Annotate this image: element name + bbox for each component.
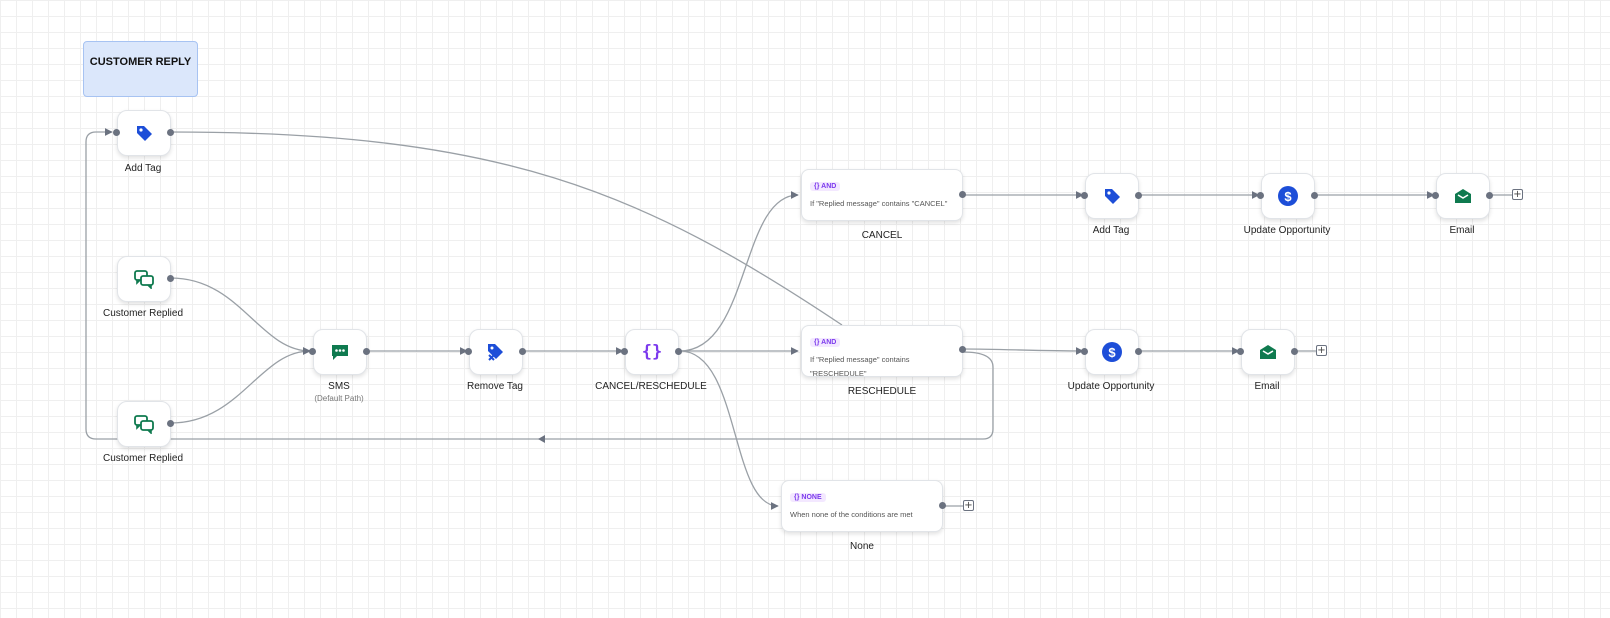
- envelope-open-icon: [1453, 186, 1473, 206]
- reschedule-to-update-opp-connector: [962, 347, 1084, 355]
- output-port[interactable]: [1135, 192, 1142, 199]
- dollar-icon: $: [1102, 342, 1122, 362]
- update-opportunity-node-reschedule[interactable]: $: [1085, 329, 1139, 375]
- update-opportunity-cancel-label: Update Opportunity: [1243, 225, 1331, 236]
- add-tag-node[interactable]: [117, 110, 171, 156]
- sms-label: SMS: [328, 381, 350, 392]
- condition-none-text: When none of the conditions are met: [790, 510, 913, 519]
- condition-reschedule-text-1: If "Replied message" contains: [810, 355, 910, 364]
- customer-replied-trigger-2[interactable]: [117, 401, 171, 447]
- remove-tag-label: Remove Tag: [467, 381, 523, 392]
- customer-replied-label-1: Customer Replied: [102, 308, 184, 319]
- branch-to-cancel-connector: [679, 191, 799, 352]
- output-port[interactable]: [939, 502, 946, 509]
- sms-message-icon: [330, 342, 350, 362]
- sms-node[interactable]: [313, 329, 367, 375]
- sms-sublabel: (Default Path): [314, 394, 364, 403]
- output-port[interactable]: [1291, 348, 1298, 355]
- replied2-to-sms-connector: [170, 347, 311, 424]
- condition-cancel-label: CANCEL: [861, 230, 903, 241]
- branch-to-none-connector: [679, 350, 779, 510]
- input-port[interactable]: [1257, 192, 1264, 199]
- dollar-icon: $: [1278, 186, 1298, 206]
- customer-replied-trigger-1[interactable]: [117, 256, 171, 302]
- output-port[interactable]: [675, 348, 682, 355]
- output-port[interactable]: [1311, 192, 1318, 199]
- update-opportunity-node-cancel[interactable]: $: [1261, 173, 1315, 219]
- update-opportunity-reschedule-label: Update Opportunity: [1067, 381, 1155, 392]
- add-tag-cancel-label: Add Tag: [1092, 225, 1130, 236]
- envelope-open-icon: [1258, 342, 1278, 362]
- condition-reschedule-card[interactable]: {} AND If "Replied message" contains "RE…: [801, 325, 963, 378]
- output-port[interactable]: [519, 348, 526, 355]
- condition-none-badge: {} NONE: [790, 493, 826, 502]
- braces-icon: {}: [641, 342, 663, 362]
- output-port[interactable]: [363, 348, 370, 355]
- output-port[interactable]: [1135, 348, 1142, 355]
- condition-reschedule-text-2: "RESCHEDULE": [810, 369, 867, 378]
- tag-icon: [1102, 186, 1122, 206]
- if-else-branch-node[interactable]: {}: [625, 329, 679, 375]
- add-tag-to-reschedule-connector: [170, 131, 843, 326]
- add-step-button[interactable]: +: [963, 500, 974, 511]
- output-port[interactable]: [167, 275, 174, 282]
- output-port[interactable]: [1486, 192, 1493, 199]
- customer-replied-label-2: Customer Replied: [102, 453, 184, 464]
- input-port[interactable]: [1081, 192, 1088, 199]
- condition-and-badge: {} AND: [810, 338, 841, 347]
- email-reschedule-label: Email: [1254, 381, 1280, 392]
- input-port[interactable]: [309, 348, 316, 355]
- if-else-branch-label: CANCEL/RESCHEDULE: [595, 381, 707, 392]
- email-node-reschedule[interactable]: [1241, 329, 1295, 375]
- input-port[interactable]: [1237, 348, 1244, 355]
- input-port[interactable]: [465, 348, 472, 355]
- condition-none-label: None: [850, 541, 874, 552]
- loop-back-arrow: [538, 435, 545, 443]
- condition-none-card[interactable]: {} NONE When none of the conditions are …: [781, 480, 943, 532]
- tag-icon: [134, 123, 154, 143]
- group-title-card[interactable]: CUSTOMER REPLY: [83, 41, 198, 97]
- input-port[interactable]: [113, 129, 120, 136]
- output-port[interactable]: [167, 129, 174, 136]
- input-port[interactable]: [1432, 192, 1439, 199]
- add-step-button[interactable]: +: [1512, 189, 1523, 200]
- output-port[interactable]: [167, 420, 174, 427]
- add-tag-label: Add Tag: [124, 163, 162, 174]
- condition-cancel-card[interactable]: {} AND If "Replied message" contains "CA…: [801, 169, 963, 221]
- email-node-cancel[interactable]: [1436, 173, 1490, 219]
- condition-reschedule-label: RESCHEDULE: [847, 386, 917, 397]
- chat-bubbles-icon: [133, 269, 155, 289]
- output-port[interactable]: [959, 346, 966, 353]
- replied1-to-sms-connector: [170, 277, 311, 355]
- input-port[interactable]: [1081, 348, 1088, 355]
- output-port[interactable]: [959, 191, 966, 198]
- condition-and-badge: {} AND: [810, 182, 841, 191]
- add-tag-node-cancel[interactable]: [1085, 173, 1139, 219]
- input-port[interactable]: [621, 348, 628, 355]
- add-step-button[interactable]: +: [1316, 345, 1327, 356]
- group-title: CUSTOMER REPLY: [89, 56, 192, 68]
- chat-bubbles-icon: [133, 414, 155, 434]
- email-cancel-label: Email: [1449, 225, 1475, 236]
- condition-cancel-text: If "Replied message" contains "CANCEL": [810, 199, 948, 208]
- tag-remove-icon: [485, 342, 507, 362]
- remove-tag-node[interactable]: [469, 329, 523, 375]
